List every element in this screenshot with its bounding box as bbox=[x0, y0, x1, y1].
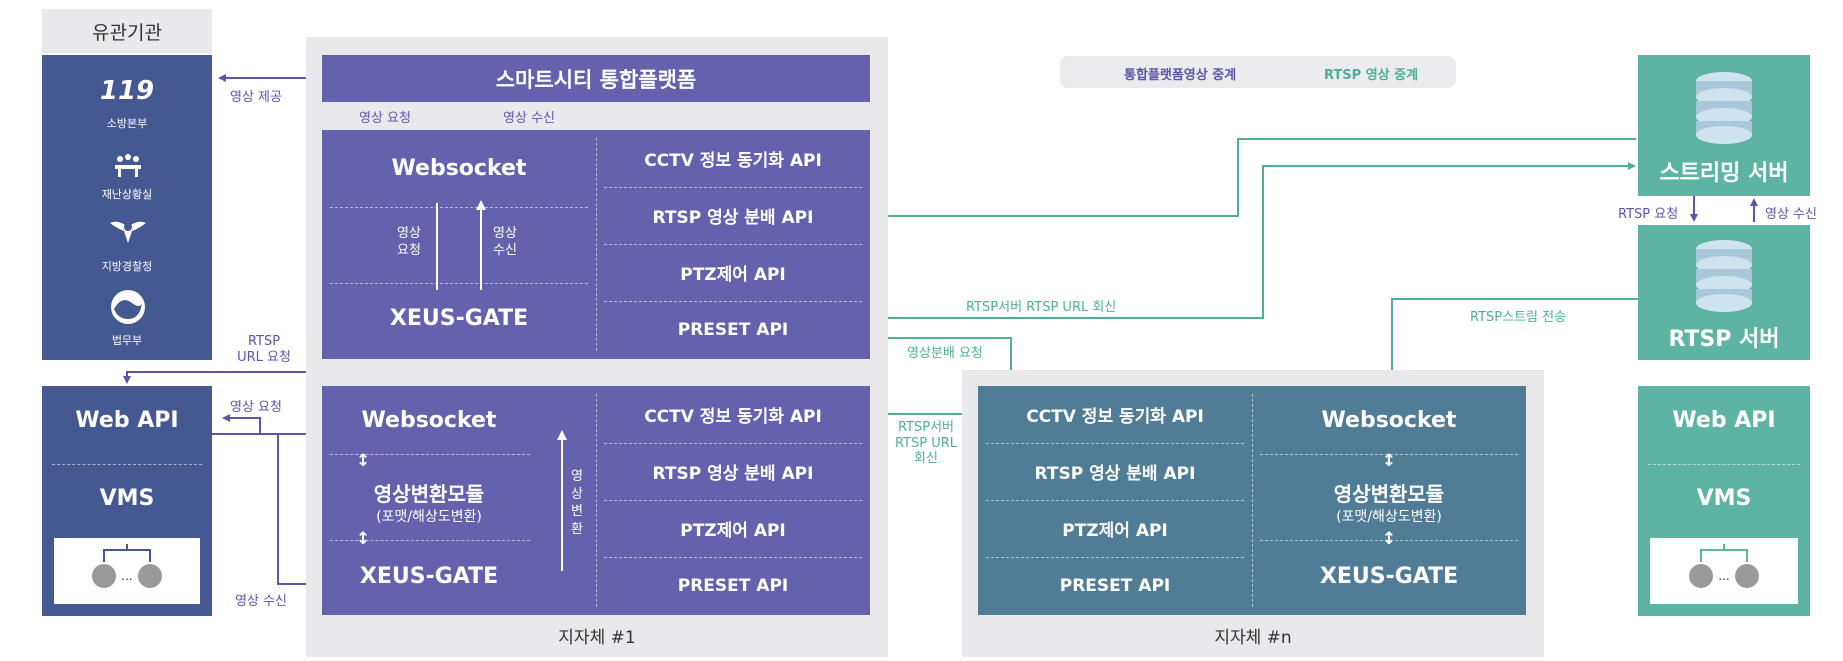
gate-n-xeus: XEUS-GATE bbox=[1319, 564, 1459, 589]
gate-bottom-websocket: Websocket bbox=[361, 408, 497, 433]
label-server-video-receive: 영상 수신 bbox=[1765, 207, 1817, 222]
gate-top-xeus: XEUS-GATE bbox=[389, 306, 529, 331]
label-rtsp-request: RTSP 요청 bbox=[1618, 207, 1679, 222]
gate-bottom-api-cctv: CCTV 정보 동기화 API bbox=[644, 407, 822, 427]
label-rtsp-server-url-reply: RTSP서버 RTSP URL 회신 bbox=[894, 420, 958, 467]
gate-bottom-api-rtsp: RTSP 영상 분배 API bbox=[652, 464, 814, 484]
gate-n-module-sub: (포맷/해상도변환) bbox=[1336, 509, 1442, 525]
streaming-server-panel: 스트리밍 서버 bbox=[1638, 55, 1810, 196]
justice-ministry-icon bbox=[110, 289, 146, 325]
streaming-to-rtsp-api-arrow bbox=[876, 138, 1636, 220]
agency-label-fire: 소방본부 bbox=[106, 117, 148, 130]
gate-top-internal-arrows bbox=[436, 200, 486, 290]
left-camera-ellipsis: ... bbox=[121, 569, 132, 583]
gate-n-api-ptz: PTZ제어 API bbox=[1062, 521, 1168, 541]
label-left-video-request: 영상 요청 bbox=[230, 400, 282, 415]
camera-icon: ... bbox=[92, 544, 162, 588]
gate-n-websocket: Websocket bbox=[1321, 408, 1457, 433]
updown-arrow-icon-3: ↕ bbox=[1381, 451, 1397, 471]
left-video-receive-arrow bbox=[212, 433, 316, 588]
gate-bottom-api-preset: PRESET API bbox=[677, 576, 789, 596]
agency-label-justice: 법무부 bbox=[111, 334, 143, 347]
gate-top-request-label: 영상 요청 bbox=[397, 226, 421, 258]
gate-top-receive-label: 영상 수신 bbox=[493, 226, 517, 258]
region-n-caption: 지자체 #n bbox=[1214, 627, 1292, 648]
label-rtsp-url-reply: RTSP서버 RTSP URL 회신 bbox=[966, 300, 1117, 315]
police-emblem-icon bbox=[108, 215, 148, 247]
left-vms-label: VMS bbox=[99, 486, 155, 511]
label-distribution-request: 영상분배 요청 bbox=[907, 346, 983, 361]
gate-top-api-cctv: CCTV 정보 동기화 API bbox=[644, 151, 822, 171]
server-stack-icon bbox=[1696, 72, 1752, 144]
gate-bottom-xeus: XEUS-GATE bbox=[359, 564, 499, 589]
distribution-request-arrow bbox=[870, 337, 1015, 384]
platform-title: 스마트시티 통합플랫폼 bbox=[322, 55, 870, 102]
server-stack-icon bbox=[1696, 240, 1752, 312]
label-video-provide: 영상 제공 bbox=[230, 90, 282, 105]
gate-n-api-preset: PRESET API bbox=[1059, 576, 1171, 596]
agency-label-disaster: 재난상황실 bbox=[101, 188, 153, 201]
rtsp-stream-line bbox=[1391, 298, 1638, 388]
gate-bottom-convert-label: 영 상 변 환 bbox=[571, 469, 583, 537]
gate-n-module: 영상변환모듈 bbox=[1333, 482, 1445, 506]
gate-n-api-rtsp: RTSP 영상 분배 API bbox=[1034, 464, 1196, 484]
rtsp-url-reply-arrow bbox=[870, 162, 1636, 319]
legend-integrated-label: 통합플랫폼영상 중계 bbox=[1124, 68, 1237, 83]
label-video-receive: 영상 수신 bbox=[503, 111, 555, 126]
streaming-server-label: 스트리밍 서버 bbox=[1659, 161, 1789, 186]
updown-arrow-icon-1: ↕ bbox=[356, 451, 371, 471]
agencies-panel: 119 소방본부 재난상황실 지방경찰청 법무부 bbox=[42, 55, 212, 360]
agencies-title: 유관기관 bbox=[42, 9, 212, 53]
updown-arrow-icon-2: ↕ bbox=[356, 529, 371, 549]
label-rtsp-stream-transfer: RTSP스트림 전송 bbox=[1470, 310, 1567, 325]
left-camera-box: ... bbox=[54, 538, 200, 604]
agency-label-police: 지방경찰청 bbox=[101, 260, 153, 273]
legend-box bbox=[1060, 56, 1456, 88]
label-left-video-receive: 영상 수신 bbox=[235, 594, 287, 609]
right-camera-ellipsis: ... bbox=[1718, 569, 1729, 583]
right-vms-label: VMS bbox=[1696, 486, 1752, 511]
gate-bottom-panel: Websocket ↕ 영상변환모듈 (포맷/해상도변환) ↕ XEUS-GAT… bbox=[322, 386, 870, 615]
gate-n-panel: CCTV 정보 동기화 API RTSP 영상 분배 API PTZ제어 API… bbox=[978, 386, 1526, 615]
left-webapi-panel: Web API VMS ... bbox=[42, 386, 212, 616]
camera-icon: ... bbox=[1689, 544, 1759, 588]
left-video-request-arrow bbox=[222, 414, 322, 435]
gate-n-api-cctv: CCTV 정보 동기화 API bbox=[1026, 407, 1204, 427]
rtsp-server-panel: RTSP 서버 bbox=[1638, 225, 1810, 360]
gate-top-api-preset: PRESET API bbox=[677, 320, 789, 340]
rtsp-server-label: RTSP 서버 bbox=[1668, 327, 1780, 352]
gate-bottom-api-ptz: PTZ제어 API bbox=[680, 521, 786, 541]
right-camera-box: ... bbox=[1650, 538, 1798, 604]
right-webapi-panel: Web API VMS ... bbox=[1638, 386, 1810, 616]
gate-bottom-module-sub: (포맷/해상도변환) bbox=[376, 509, 482, 525]
region-1-caption: 지자체 #1 bbox=[558, 627, 636, 648]
meeting-icon bbox=[112, 153, 144, 179]
updown-arrow-icon-4: ↕ bbox=[1381, 529, 1397, 549]
gate-top-websocket: Websocket bbox=[391, 156, 527, 181]
label-rtsp-url-request: RTSP URL 요청 bbox=[237, 334, 291, 365]
label-video-request: 영상 요청 bbox=[359, 111, 411, 126]
gate-bottom-module: 영상변환모듈 bbox=[373, 482, 485, 506]
gate-top-api-rtsp: RTSP 영상 분배 API bbox=[652, 208, 814, 228]
legend-rtsp-label: RTSP 영상 중계 bbox=[1324, 68, 1419, 83]
fire-119-logo: 119 bbox=[99, 76, 155, 106]
gate-bottom-convert-arrow bbox=[557, 430, 567, 571]
left-web-api-label: Web API bbox=[75, 408, 179, 433]
gate-top-api-ptz: PTZ제어 API bbox=[680, 265, 786, 285]
gate-top-panel: Websocket 영상 요청 영상 수신 XEUS-GATE CCTV 정보 … bbox=[322, 130, 870, 359]
right-web-api-label: Web API bbox=[1672, 408, 1776, 433]
